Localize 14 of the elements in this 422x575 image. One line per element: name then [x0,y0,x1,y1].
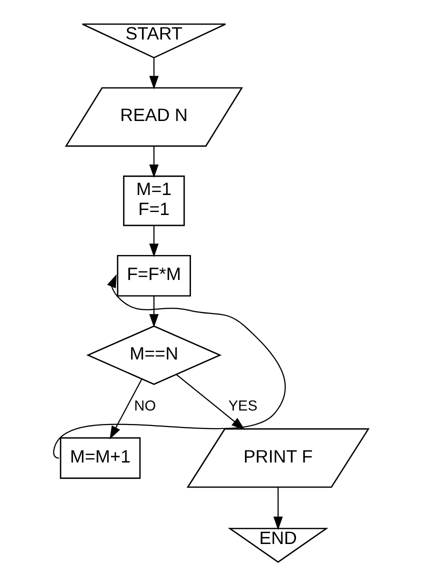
edge-label: YES [228,398,258,414]
arrow [110,378,142,440]
node-box: M=M+1 [60,437,141,479]
arrow [149,226,159,258]
node-box: F=F*M [116,254,191,297]
arrow [149,296,159,328]
arrow [149,58,159,90]
arrow [176,374,245,430]
arrow [149,146,159,178]
edge-label: NO [134,398,156,414]
node-box: M=1 F=1 [123,176,185,226]
arrow [53,274,286,459]
arrow [273,487,283,530]
node-diamond: M==N [86,325,222,385]
